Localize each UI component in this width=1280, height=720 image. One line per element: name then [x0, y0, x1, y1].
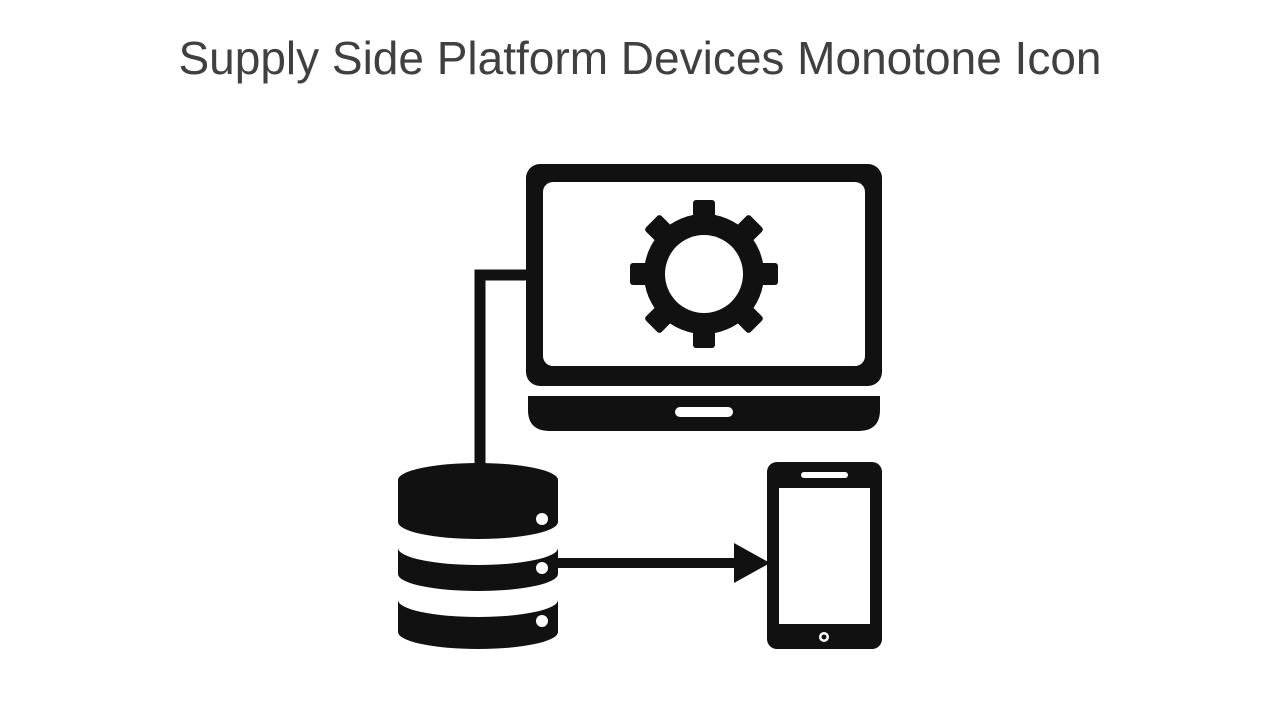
arrow-right-icon — [556, 543, 770, 583]
gear-tooth — [645, 302, 676, 333]
connector-line — [474, 269, 528, 470]
phone-home-button-center — [821, 634, 827, 640]
database-led-top — [536, 513, 548, 525]
gear-tooth — [630, 263, 654, 285]
gear-hole — [665, 235, 743, 313]
gear-tooth — [645, 215, 676, 246]
laptop-trackpad-slot — [675, 407, 733, 417]
slide-title: Supply Side Platform Devices Monotone Ic… — [178, 32, 1102, 84]
database-disk-middle — [398, 548, 558, 591]
smartphone-icon — [767, 462, 882, 649]
phone-screen — [779, 488, 870, 624]
database-disk-bottom — [398, 600, 558, 649]
arrow-shaft — [556, 558, 740, 568]
gear-icon — [630, 200, 778, 348]
arrow-head — [734, 543, 770, 583]
phone-speaker — [801, 472, 848, 478]
database-icon — [398, 463, 558, 649]
gear-tooth — [732, 302, 763, 333]
database-led-middle — [536, 562, 548, 574]
gear-tooth — [693, 324, 715, 348]
gear-tooth — [693, 200, 715, 224]
database-disk-top — [398, 463, 558, 539]
database-led-bottom — [536, 615, 548, 627]
gear-tooth — [732, 215, 763, 246]
gear-tooth — [754, 263, 778, 285]
